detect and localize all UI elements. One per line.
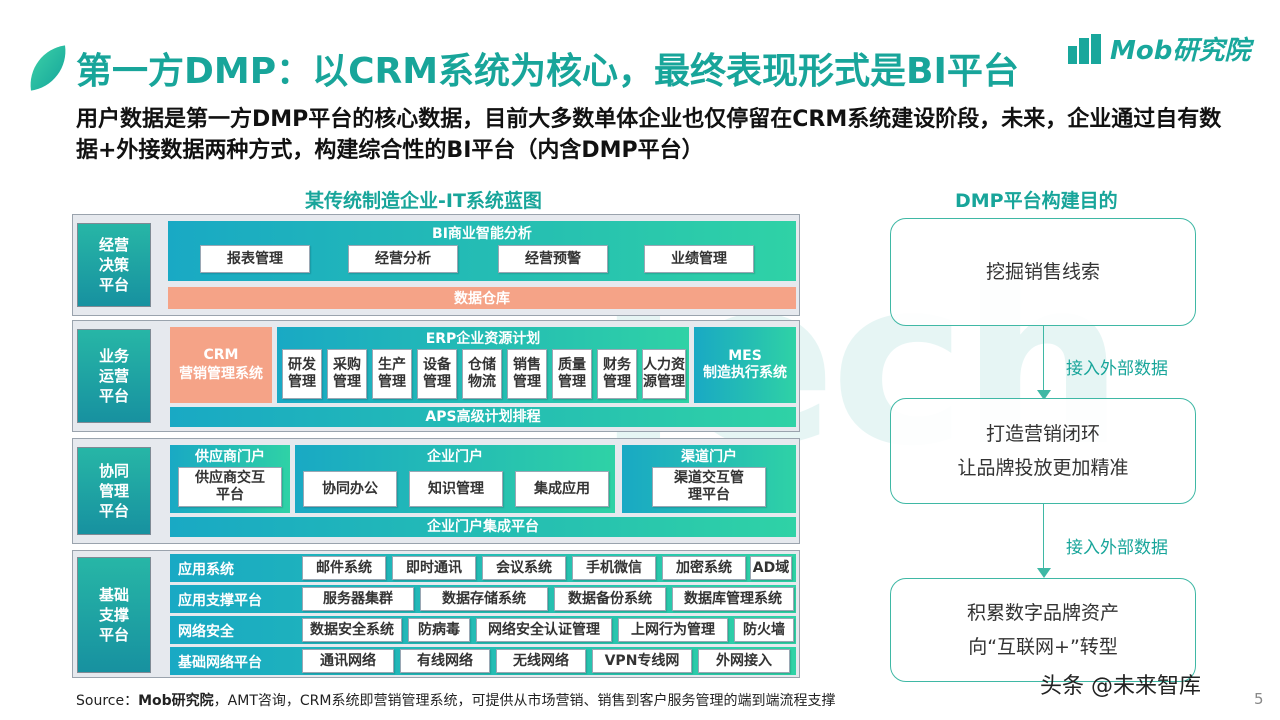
bi-item: 报表管理	[200, 245, 310, 273]
infra-item: 服务器集群	[302, 587, 414, 611]
leaf-logo-icon	[25, 45, 71, 91]
layer-label-operation: 业务运营平台	[77, 329, 151, 423]
erp-item: 研发管理	[282, 349, 322, 399]
flow-label-1: 接入外部数据	[1066, 359, 1168, 379]
infra-row: 网络安全 数据安全系统 防病毒 网络安全认证管理 上网行为管理 防火墙	[170, 616, 796, 644]
crm-line1: CRM	[203, 347, 239, 363]
enterprise-item: 协同办公	[303, 471, 397, 507]
enterprise-portal: 企业门户 协同办公 知识管理 集成应用	[295, 445, 615, 513]
purpose-box-2-line1: 打造营销闭环	[985, 423, 1100, 445]
logo-text: Mob研究院	[1110, 36, 1251, 66]
supplier-title: 供应商门户	[195, 449, 265, 465]
infra-item: 防病毒	[408, 618, 470, 642]
layer-label-collab: 协同管理平台	[77, 447, 151, 535]
infra-item: 通讯网络	[302, 649, 394, 673]
subtitle: 用户数据是第一方DMP平台的核心数据，目前大多数单体企业也仅停留在CRM系统建设…	[76, 107, 1222, 163]
infra-item: 邮件系统	[302, 556, 386, 580]
infra-item: 网络安全认证管理	[476, 618, 612, 642]
layer-collab: 协同管理平台 供应商门户 供应商交互平台 企业门户 协同办公 知识管理 集成应用…	[72, 438, 800, 544]
erp-item: 人力资源管理	[642, 349, 686, 399]
erp-panel: ERP企业资源计划 研发管理 采购管理 生产管理 设备管理 仓储物流 销售管理 …	[277, 327, 689, 403]
infra-item: 无线网络	[496, 649, 586, 673]
channel-title: 渠道门户	[681, 449, 737, 465]
portal-integration-bar: 企业门户集成平台	[170, 517, 796, 537]
flow-connector	[1043, 504, 1044, 574]
enterprise-title: 企业门户	[427, 449, 483, 465]
purpose-title: DMP平台构建目的	[955, 190, 1118, 212]
infra-item: 外网接入	[698, 649, 790, 673]
erp-item: 采购管理	[327, 349, 367, 399]
infra-item: 手机微信	[572, 556, 656, 580]
blueprint-title: 某传统制造企业-IT系统蓝图	[305, 190, 542, 212]
infra-item: 数据安全系统	[302, 618, 402, 642]
layer-operation: 业务运营平台 CRM 营销管理系统 ERP企业资源计划 研发管理 采购管理 生产…	[72, 320, 800, 432]
enterprise-item: 集成应用	[515, 471, 609, 507]
bi-title: BI商业智能分析	[432, 226, 532, 242]
infra-row-label: 应用支撑平台	[178, 593, 262, 609]
crm-line2: 营销管理系统	[179, 366, 263, 382]
infra-item: 数据存储系统	[420, 587, 548, 611]
infra-item: 防火墙	[734, 618, 794, 642]
layer-infra: 基础支撑平台 应用系统 邮件系统 即时通讯 会议系统 手机微信 加密系统 AD域…	[72, 550, 800, 678]
infra-item: 上网行为管理	[618, 618, 728, 642]
purpose-box-3-line1: 积累数字品牌资产	[966, 602, 1119, 624]
erp-item: 销售管理	[507, 349, 547, 399]
infra-row: 基础网络平台 通讯网络 有线网络 无线网络 VPN专线网 外网接入	[170, 647, 796, 675]
infra-item: 即时通讯	[392, 556, 476, 580]
credit-watermark: 头条 @未来智库	[1040, 674, 1201, 699]
page-title: 第一方DMP：以CRM系统为核心，最终表现形式是BI平台	[76, 51, 1019, 92]
layer-decision: 经营决策平台 BI商业智能分析 报表管理 经营分析 经营预警 业绩管理 数据仓库	[72, 214, 800, 316]
erp-item: 生产管理	[372, 349, 412, 399]
bi-panel: BI商业智能分析 报表管理 经营分析 经营预警 业绩管理	[168, 221, 796, 281]
erp-title: ERP企业资源计划	[425, 331, 541, 347]
purpose-box-2-line2: 让品牌投放更加精准	[957, 457, 1129, 479]
infra-item: 加密系统	[662, 556, 746, 580]
layer-label-decision: 经营决策平台	[77, 223, 151, 307]
infra-item: VPN专线网	[592, 649, 692, 673]
infra-row: 应用系统 邮件系统 即时通讯 会议系统 手机微信 加密系统 AD域	[170, 554, 796, 582]
purpose-box-3-line2: 向“互联网+”转型	[968, 636, 1118, 658]
flow-connector	[1043, 326, 1044, 396]
purpose-box-1: 挖掘销售线索	[890, 218, 1196, 326]
supplier-item: 供应商交互平台	[178, 467, 282, 507]
purpose-box-1-text: 挖掘销售线索	[985, 261, 1100, 283]
channel-item: 渠道交互管理平台	[652, 467, 766, 507]
erp-item: 设备管理	[417, 349, 457, 399]
mes-line1: MES	[728, 348, 762, 364]
page-number: 5	[1254, 690, 1264, 708]
channel-portal: 渠道门户 渠道交互管理平台	[622, 445, 796, 513]
infra-row: 应用支撑平台 服务器集群 数据存储系统 数据备份系统 数据库管理系统	[170, 585, 796, 613]
erp-item: 质量管理	[552, 349, 592, 399]
arrow-down-icon	[1037, 568, 1051, 578]
infra-item: 数据库管理系统	[672, 587, 794, 611]
bi-item: 业绩管理	[644, 245, 754, 273]
crm-system: CRM 营销管理系统	[170, 327, 272, 403]
data-warehouse: 数据仓库	[168, 287, 796, 309]
mob-logo-icon	[1068, 33, 1104, 64]
bi-item: 经营预警	[498, 245, 608, 273]
bi-item: 经营分析	[348, 245, 458, 273]
arrow-down-icon	[1037, 390, 1051, 400]
infra-row-label: 网络安全	[178, 624, 234, 640]
aps-bar: APS高级计划排程	[170, 407, 796, 427]
infra-item: 有线网络	[400, 649, 490, 673]
purpose-box-3: 积累数字品牌资产 向“互联网+”转型	[890, 578, 1196, 682]
infra-item: AD域	[750, 556, 792, 580]
supplier-portal: 供应商门户 供应商交互平台	[170, 445, 290, 513]
mes-line2: 制造执行系统	[703, 365, 787, 381]
erp-item: 财务管理	[597, 349, 637, 399]
brand-logo: Mob研究院	[1068, 30, 1250, 67]
erp-item: 仓储物流	[462, 349, 502, 399]
infra-row-label: 基础网络平台	[178, 655, 262, 671]
mes-panel: MES 制造执行系统	[694, 327, 796, 403]
infra-item: 数据备份系统	[554, 587, 666, 611]
flow-label-2: 接入外部数据	[1066, 538, 1168, 558]
layer-label-infra: 基础支撑平台	[77, 557, 151, 673]
enterprise-item: 知识管理	[409, 471, 503, 507]
infra-item: 会议系统	[482, 556, 566, 580]
purpose-box-2: 打造营销闭环 让品牌投放更加精准	[890, 398, 1196, 504]
source-note: Source：Mob研究院，AMT咨询，CRM系统即营销管理系统，可提供从市场营…	[76, 693, 836, 709]
infra-row-label: 应用系统	[178, 562, 234, 578]
